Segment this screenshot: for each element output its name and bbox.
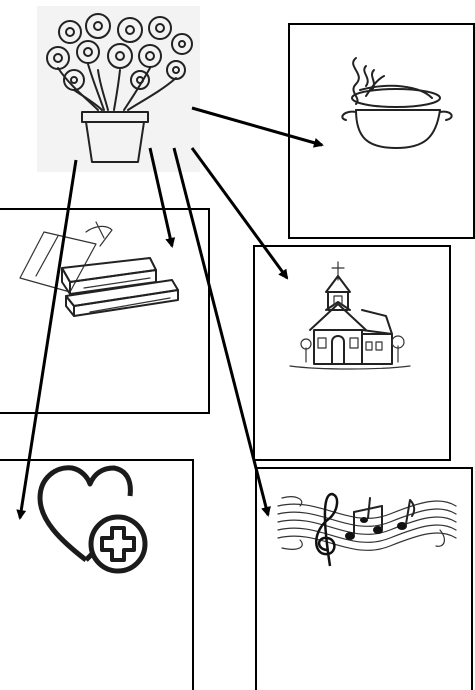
cooking-pot-box [288, 23, 475, 239]
arrow-to-church [190, 147, 289, 280]
arrow-to-health [16, 159, 78, 520]
health-box [0, 459, 194, 690]
cooking-pot-icon [341, 57, 453, 149]
arrow-to-music [172, 147, 271, 517]
church-box [253, 245, 451, 461]
arrow-to-cooking-pot [191, 106, 324, 148]
church-icon [289, 261, 411, 370]
books-icon [19, 221, 179, 317]
flower-pot-icon [37, 6, 200, 172]
heart-plus-icon [37, 465, 148, 574]
music-notes-icon [277, 492, 457, 567]
arrows [16, 106, 324, 520]
arrow-to-books [148, 147, 176, 248]
music-box [255, 467, 473, 690]
